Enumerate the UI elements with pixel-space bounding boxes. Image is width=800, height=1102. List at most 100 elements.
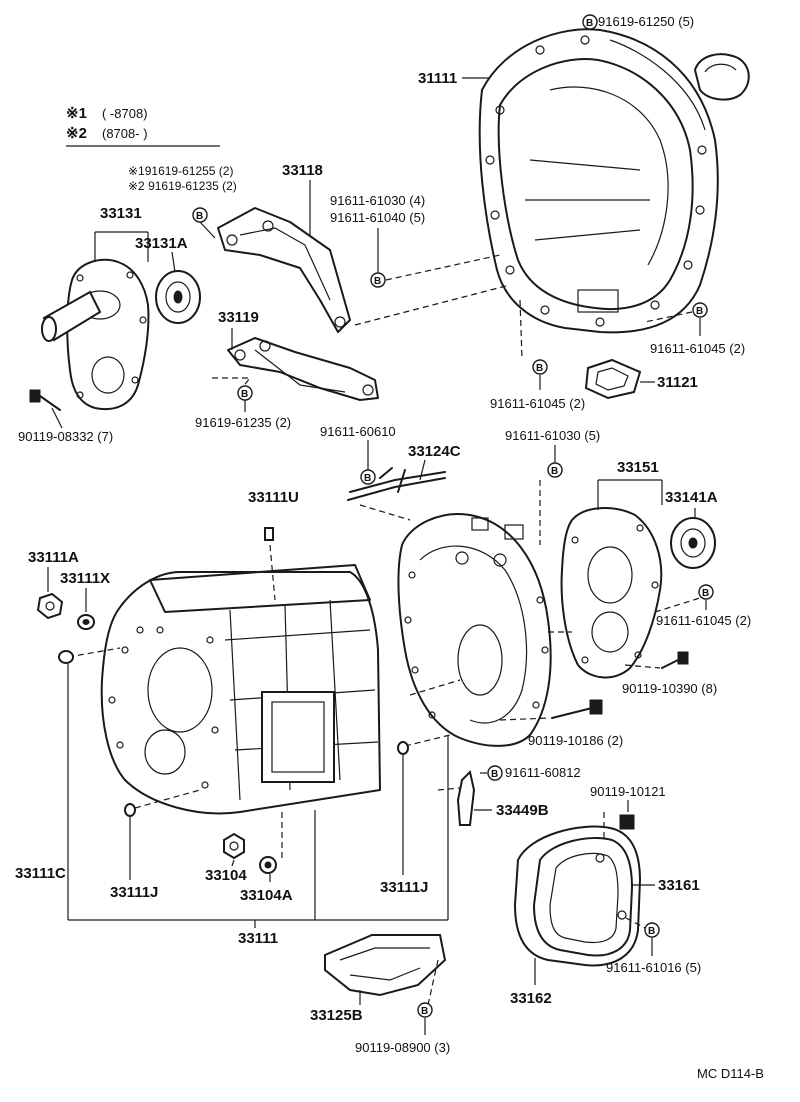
svg-text:B: B <box>551 466 558 477</box>
label-33162: 33162 <box>510 990 552 1007</box>
bolt-90119-08332-icon <box>29 389 61 411</box>
svg-text:B: B <box>648 926 655 937</box>
label-90119-10186: 90119-10186 (2) <box>528 733 623 748</box>
label-33111J-right: 33111J <box>380 879 428 896</box>
legend-mark-1: ※1 <box>66 105 87 122</box>
clutch-housing <box>478 28 719 334</box>
label-91619-61255: ※191619-61255 (2) <box>128 164 233 178</box>
label-91619-61250: B 91619-61250 (5) <box>582 14 694 30</box>
label-33111-bottom: 33111 <box>238 930 278 947</box>
label-91611-61045-center: 91611-61045 (2) <box>490 396 585 411</box>
legend-mark-2: ※2 <box>66 125 87 142</box>
label-33104A: 33104A <box>240 887 293 904</box>
pin-33111J-right <box>397 741 409 755</box>
oil-seal-33141A <box>670 517 716 569</box>
pipe-33124C <box>347 467 446 501</box>
label-33124C: 33124C <box>408 443 461 460</box>
bolt-marker-icon: B <box>532 359 548 375</box>
label-33111J-left: 33111J <box>110 884 158 901</box>
label-91611-61016: 91611-61016 (5) <box>606 960 701 975</box>
adapter-plate <box>397 513 552 747</box>
label-33141A: 33141A <box>665 489 718 506</box>
bolt-marker-icon: B <box>192 207 208 223</box>
label-33161: 33161 <box>658 877 700 894</box>
bracket-33118 <box>217 207 351 333</box>
svg-text:91611-61040 (5): 91611-61040 (5) <box>330 210 425 225</box>
washer-33104A <box>259 856 277 874</box>
label-91611-60812: 91611-60812 <box>505 765 581 780</box>
transmission-case <box>100 564 381 815</box>
bolt-marker-icon: B <box>417 1002 433 1018</box>
svg-text:B: B <box>241 389 248 400</box>
label-90119-10121: 90119-10121 <box>590 784 666 799</box>
bolt-marker-icon: B <box>360 469 376 485</box>
bolt-marker-icon: B <box>547 462 563 478</box>
bolt-marker-icon: B <box>582 14 598 30</box>
svg-text:B: B <box>586 18 593 29</box>
svg-text:B: B <box>696 306 703 317</box>
label-31111-top: 31111 <box>418 70 490 87</box>
svg-text:B: B <box>364 473 371 484</box>
label-91619-61235-a: ※2 91619-61235 (2) <box>128 179 237 193</box>
label-91611-61040-5: 91611-61040 (5) <box>330 210 425 225</box>
bolt-marker-icon: B <box>487 765 503 781</box>
bolt-marker-icon: B <box>692 302 708 318</box>
label-90119-08900: 90119-08900 (3) <box>355 1040 450 1055</box>
diagram-code: MC D114-B <box>697 1066 764 1081</box>
bracket-33449B <box>456 770 476 826</box>
svg-text:31111: 31111 <box>418 70 457 87</box>
bolt-90119-10390-icon <box>661 651 689 669</box>
label-91611-61030-5: 91611-61030 (5) <box>505 428 600 443</box>
label-91611-60610: 91611-60610 <box>320 424 396 439</box>
nut-33111A <box>36 592 64 620</box>
svg-text:B: B <box>196 211 203 222</box>
svg-text:B: B <box>536 363 543 374</box>
svg-text:B: B <box>374 276 381 287</box>
label-91611-61045-right: 91611-61045 (2) <box>650 341 745 356</box>
oil-seal-33131A <box>155 270 201 324</box>
bolt-90119-10186-icon <box>551 699 603 719</box>
label-33125B: 33125B <box>310 1007 363 1024</box>
label-90119-08332: 90119-08332 (7) <box>18 429 113 444</box>
rear-cover-33151 <box>560 507 663 679</box>
cover-33125B <box>324 934 447 997</box>
plug-33111U <box>264 527 274 541</box>
nut-33104 <box>223 832 245 860</box>
pin-33111J-left <box>124 803 136 817</box>
bracket-33119 <box>227 337 379 401</box>
label-33119: 33119 <box>218 309 259 326</box>
label-33111U: 33111U <box>248 489 299 506</box>
label-91611-61045-mid: 91611-61045 (2) <box>656 613 751 628</box>
legend-range-2: (8708- ) <box>102 126 148 141</box>
bolt-marker-icon: B <box>698 584 714 600</box>
pin-33111C <box>58 650 74 664</box>
gasket-33111X <box>77 614 95 630</box>
label-33111A: 33111A <box>28 549 79 566</box>
bearing-retainer-33131 <box>41 258 150 410</box>
svg-text:B: B <box>702 588 709 599</box>
label-33118: 33118 <box>282 162 323 179</box>
label-91619-61235-b: 91619-61235 (2) <box>195 415 291 430</box>
svg-text:B: B <box>491 769 498 780</box>
svg-text:91611-61030 (4): 91611-61030 (4) <box>330 193 425 208</box>
label-33111X: 33111X <box>60 570 110 587</box>
label-33131A: 33131A <box>135 235 188 252</box>
svg-text:B: B <box>421 1006 428 1017</box>
label-91611-61030-4: 91611-61030 (4) <box>330 193 425 208</box>
label-33151: 33151 <box>617 459 659 476</box>
label-33131: 33131 <box>100 205 142 222</box>
legend: ※1 ( -8708) ※2 (8708- ) <box>66 105 220 147</box>
cover-33161 <box>532 837 634 957</box>
bolt-marker-icon: B <box>237 385 253 401</box>
label-31121: 31121 <box>657 374 698 391</box>
cap-grommet <box>694 53 750 101</box>
label-33111C: 33111C <box>15 865 66 882</box>
gasket-33162 <box>514 825 641 967</box>
bolt-90119-10121-icon <box>619 814 635 830</box>
label-90119-10390: 90119-10390 (8) <box>622 681 717 696</box>
label-33104: 33104 <box>205 867 247 884</box>
bolt-marker-icon: B <box>644 922 660 938</box>
bolt-marker-icon: B <box>370 272 386 288</box>
cover-31121 <box>584 358 642 400</box>
